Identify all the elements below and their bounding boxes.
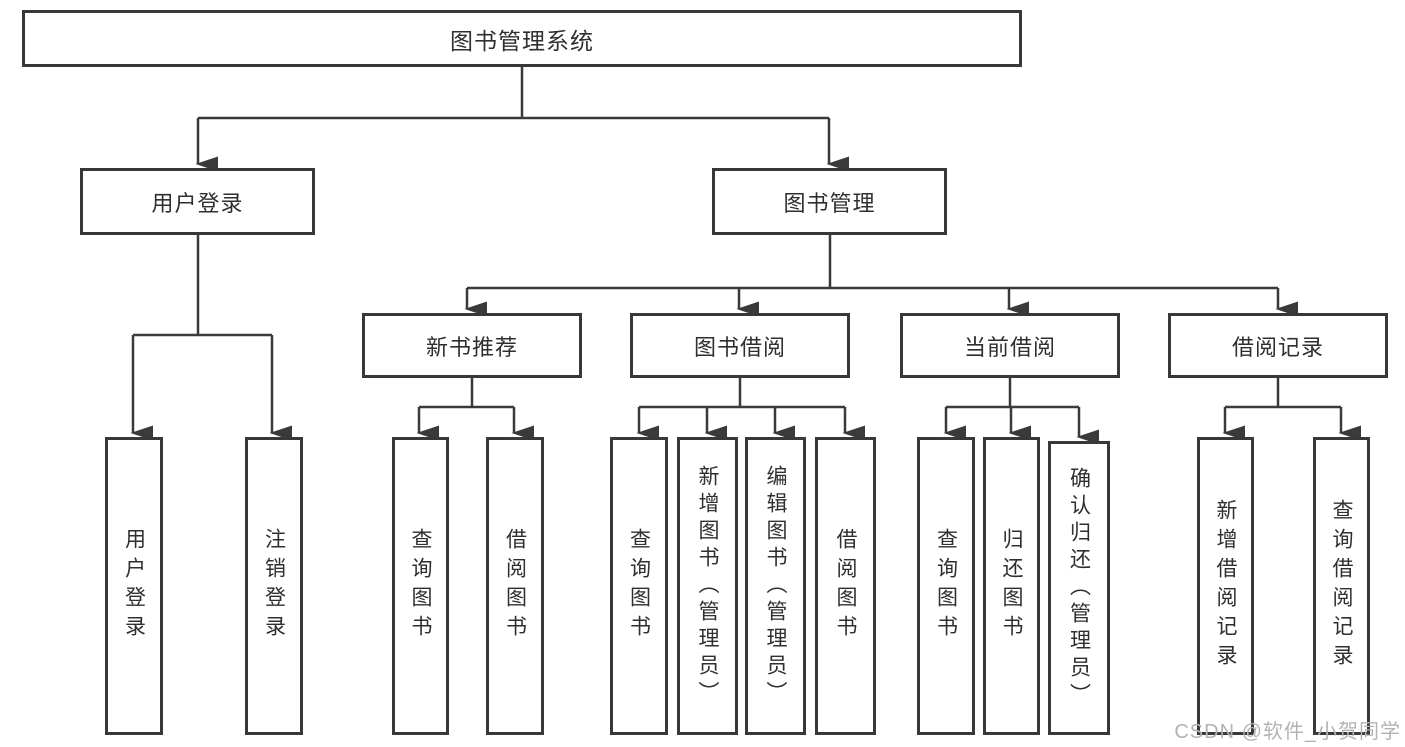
leaf-borrow-edit-books-admin: 编辑图书（管理员） — [745, 437, 806, 735]
leaf-newbook-query-books: 查询图书 — [392, 437, 449, 735]
leaf-logout: 注销登录 — [245, 437, 303, 735]
leaf-current-return-books: 归还图书 — [983, 437, 1040, 735]
leaf-record-add: 新增借阅记录 — [1197, 437, 1254, 735]
connector-borrow-records-children — [1222, 378, 1361, 441]
node-borrow-records: 借阅记录 — [1168, 313, 1388, 378]
node-user-login: 用户登录 — [80, 168, 315, 235]
node-book-borrow: 图书借阅 — [630, 313, 850, 378]
watermark-text: CSDN @软件_小贺同学 — [1174, 721, 1401, 743]
leaf-record-query: 查询借阅记录 — [1313, 437, 1370, 735]
node-root: 图书管理系统 — [22, 10, 1022, 67]
leaf-newbook-borrow-books: 借阅图书 — [486, 437, 544, 735]
connector-root-to-level2 — [195, 67, 849, 172]
leaf-borrow-query-books: 查询图书 — [610, 437, 668, 735]
node-book-management: 图书管理 — [712, 168, 947, 235]
connector-book-management-modules — [464, 235, 1298, 317]
node-current-borrow: 当前借阅 — [900, 313, 1120, 378]
leaf-current-query-books: 查询图书 — [917, 437, 975, 735]
leaf-user-login: 用户登录 — [105, 437, 163, 735]
leaf-borrow-add-books-admin: 新增图书（管理员） — [677, 437, 738, 735]
connector-user-login-children — [130, 235, 292, 441]
node-new-book-recommend: 新书推荐 — [362, 313, 582, 378]
connector-current-borrow-children — [943, 378, 1099, 445]
connector-new-book-children — [416, 378, 534, 441]
connector-book-borrow-children — [636, 378, 865, 441]
leaf-borrow-borrow-books: 借阅图书 — [815, 437, 876, 735]
leaf-current-confirm-return-admin: 确认归还（管理员） — [1048, 441, 1110, 735]
